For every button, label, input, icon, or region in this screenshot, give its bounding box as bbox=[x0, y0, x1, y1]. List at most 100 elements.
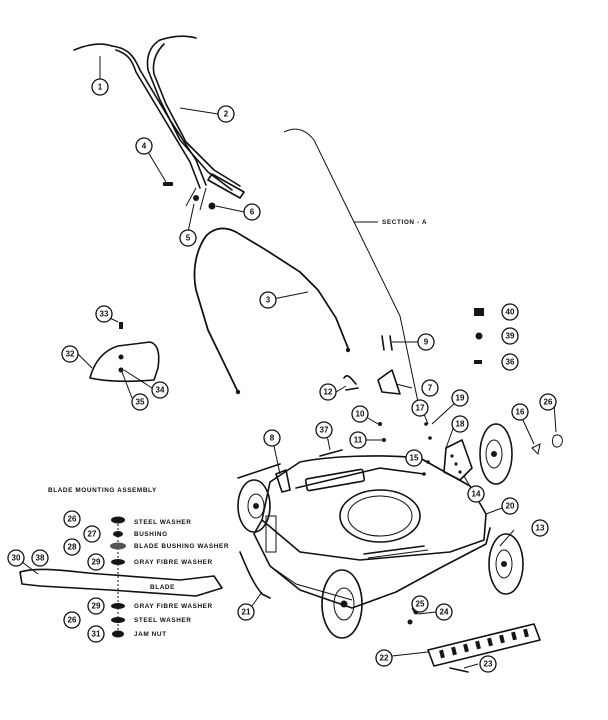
spare-wheel bbox=[479, 423, 513, 485]
svg-text:32: 32 bbox=[66, 350, 75, 359]
rear-left-wheel bbox=[237, 479, 271, 533]
svg-text:4: 4 bbox=[142, 142, 147, 151]
svg-text:39: 39 bbox=[506, 332, 515, 341]
callout-35: 35 bbox=[131, 393, 149, 411]
svg-text:27: 27 bbox=[88, 530, 97, 539]
discharge-guard bbox=[89, 322, 160, 383]
callout-1: 1 bbox=[91, 78, 109, 96]
callout-26: 26 bbox=[539, 393, 557, 411]
blade-row-desc-1: BUSHING bbox=[134, 531, 168, 538]
blade-row-desc-4: GRAY FIBRE WASHER bbox=[134, 603, 213, 610]
blade-row-desc-2: BLADE BUSHING WASHER bbox=[134, 543, 229, 550]
height-adjuster bbox=[443, 439, 473, 481]
blade-row-num-2: 28 bbox=[63, 538, 81, 556]
blade-row-desc-3: GRAY FIBRE WASHER bbox=[134, 559, 213, 566]
callout-4: 4 bbox=[135, 137, 153, 155]
svg-text:31: 31 bbox=[92, 630, 101, 639]
callout-33: 33 bbox=[95, 305, 113, 323]
blade-row-num-6: 31 bbox=[87, 625, 105, 643]
callout-18: 18 bbox=[451, 415, 469, 433]
svg-text:26: 26 bbox=[68, 515, 77, 524]
callout-21: 21 bbox=[237, 603, 255, 621]
svg-text:15: 15 bbox=[410, 454, 419, 463]
callout-36: 36 bbox=[501, 353, 519, 371]
section-a-bracket bbox=[283, 128, 419, 403]
svg-text:24: 24 bbox=[440, 608, 449, 617]
callout-11: 11 bbox=[349, 431, 367, 449]
svg-text:25: 25 bbox=[416, 600, 425, 609]
svg-text:29: 29 bbox=[92, 602, 101, 611]
svg-text:29: 29 bbox=[92, 558, 101, 567]
callout-19: 19 bbox=[451, 389, 469, 407]
callout-8: 8 bbox=[263, 429, 281, 447]
blade-label: BLADE bbox=[150, 584, 175, 591]
svg-text:26: 26 bbox=[544, 398, 553, 407]
svg-text:30: 30 bbox=[12, 554, 21, 563]
callout-39: 39 bbox=[501, 327, 519, 345]
callout-16: 16 bbox=[511, 403, 529, 421]
svg-text:38: 38 bbox=[36, 554, 45, 563]
blade-row-num-0: 26 bbox=[63, 510, 81, 528]
svg-text:37: 37 bbox=[320, 426, 329, 435]
blade-row-num-3: 29 bbox=[87, 553, 105, 571]
handle-hardware bbox=[163, 182, 216, 210]
svg-text:7: 7 bbox=[428, 384, 433, 393]
svg-text:8: 8 bbox=[270, 434, 275, 443]
callout-25: 25 bbox=[411, 595, 429, 613]
small-hardware bbox=[239, 308, 563, 673]
callout-23: 23 bbox=[479, 655, 497, 673]
svg-text:20: 20 bbox=[506, 502, 515, 511]
callout-24: 24 bbox=[435, 603, 453, 621]
svg-text:23: 23 bbox=[484, 660, 493, 669]
blade-mounting-assembly: BLADE MOUNTING ASSEMBLY BLADE STEEL WASH… bbox=[7, 487, 229, 643]
svg-text:14: 14 bbox=[472, 490, 481, 499]
front-right-wheel bbox=[488, 533, 524, 595]
svg-text:40: 40 bbox=[506, 308, 515, 317]
svg-text:21: 21 bbox=[242, 608, 251, 617]
svg-text:36: 36 bbox=[506, 358, 515, 367]
svg-text:3: 3 bbox=[266, 296, 271, 305]
upper-handle bbox=[73, 35, 245, 211]
svg-text:2: 2 bbox=[224, 110, 229, 119]
svg-text:33: 33 bbox=[100, 310, 109, 319]
callout-9: 9 bbox=[417, 333, 435, 351]
svg-text:18: 18 bbox=[456, 420, 465, 429]
callout-7: 7 bbox=[421, 379, 439, 397]
svg-text:19: 19 bbox=[456, 394, 465, 403]
front-left-wheel bbox=[321, 569, 363, 639]
svg-text:12: 12 bbox=[324, 388, 333, 397]
callout-6: 6 bbox=[243, 203, 261, 221]
svg-text:1: 1 bbox=[98, 83, 103, 92]
svg-text:28: 28 bbox=[68, 543, 77, 552]
callout-10: 10 bbox=[351, 405, 369, 423]
blade-row-desc-5: STEEL WASHER bbox=[134, 617, 192, 624]
section-a-label: SECTION - A bbox=[382, 219, 427, 226]
lower-handle bbox=[193, 227, 351, 395]
svg-text:13: 13 bbox=[536, 524, 545, 533]
callout-14: 14 bbox=[467, 485, 485, 503]
svg-text:5: 5 bbox=[186, 234, 191, 243]
svg-text:10: 10 bbox=[356, 410, 365, 419]
callout-13: 13 bbox=[531, 519, 549, 537]
callout-34: 34 bbox=[151, 381, 169, 399]
blade-row-num-1: 27 bbox=[83, 525, 101, 543]
svg-text:22: 22 bbox=[380, 654, 389, 663]
callout-22: 22 bbox=[375, 649, 393, 667]
svg-text:6: 6 bbox=[250, 208, 255, 217]
blade-row-desc-0: STEEL WASHER bbox=[134, 519, 192, 526]
callout-5: 5 bbox=[179, 229, 197, 247]
svg-text:16: 16 bbox=[516, 408, 525, 417]
blade-row-num-5: 26 bbox=[63, 611, 81, 629]
svg-text:26: 26 bbox=[68, 616, 77, 625]
svg-text:17: 17 bbox=[416, 404, 425, 413]
callout-3: 3 bbox=[259, 291, 277, 309]
blade-assembly-title: BLADE MOUNTING ASSEMBLY bbox=[48, 487, 157, 494]
callout-15: 15 bbox=[405, 449, 423, 467]
callout-37: 37 bbox=[315, 421, 333, 439]
callout-12: 12 bbox=[319, 383, 337, 401]
blade-row-desc-6: JAM NUT bbox=[134, 631, 167, 638]
svg-text:9: 9 bbox=[424, 338, 429, 347]
callout-20: 20 bbox=[501, 497, 519, 515]
mower-deck bbox=[237, 455, 491, 609]
blade-part-num: 30 bbox=[7, 549, 25, 567]
